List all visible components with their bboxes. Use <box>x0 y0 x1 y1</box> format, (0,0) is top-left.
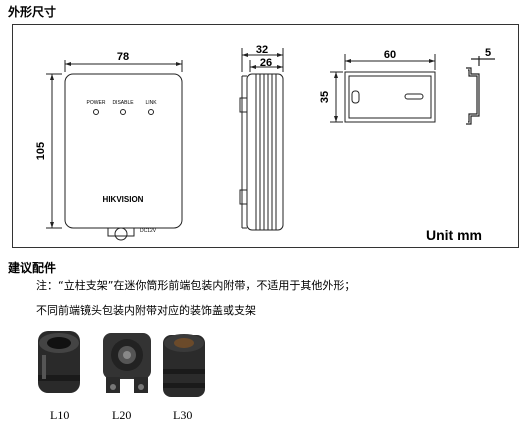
power-led-icon <box>93 109 99 115</box>
link-led-icon <box>148 109 154 115</box>
lens-label-l10: L10 <box>50 408 70 422</box>
side-view <box>239 48 284 231</box>
brand-logo: HIKVISION <box>103 195 144 204</box>
led-label-link: LINK <box>145 100 157 106</box>
rail-view <box>330 54 436 123</box>
side-body-outline <box>246 73 284 231</box>
front-view <box>46 60 183 241</box>
led-label-disable: DISABLE <box>112 100 134 106</box>
rail-height-label: 35 <box>319 91 331 103</box>
rail-outline <box>344 71 436 123</box>
led-label-power: POWER <box>87 100 106 106</box>
side-body-label: 26 <box>260 57 272 69</box>
profile-lip-label: 5 <box>485 47 491 59</box>
rail-length-label: 60 <box>384 49 396 61</box>
lens-l10-image <box>38 331 80 393</box>
lens-label-l30: L30 <box>173 408 193 422</box>
connector-label: DC12V <box>140 228 157 234</box>
lens-label-l20: L20 <box>112 408 132 422</box>
dimension-drawing-frame <box>12 24 519 248</box>
dimensions-heading: 外形尺寸 <box>8 5 57 19</box>
lens-l30-image <box>163 334 205 397</box>
side-total-label: 32 <box>256 44 268 56</box>
rail-profile-view <box>466 56 495 125</box>
accessory-note-2: 不同前端镜头包装内附带对应的装饰盖或支架 <box>36 304 256 317</box>
unit-label: Unit mm <box>426 227 482 243</box>
lens-images <box>38 331 205 397</box>
disable-led-icon <box>120 109 126 115</box>
dimension-drawing: 78 105 POWER DISABLE LINK HIKVISION DC12… <box>35 44 495 241</box>
front-width-label: 78 <box>117 51 129 63</box>
accessories-heading: 建议配件 <box>8 261 57 275</box>
lens-l20-image <box>103 333 151 393</box>
front-height-label: 105 <box>35 142 47 160</box>
front-body-outline <box>64 73 183 229</box>
accessory-note-1: 注：“立柱支架”在迷你筒形前端包装内附带，不适用于其他外形； <box>36 279 356 292</box>
